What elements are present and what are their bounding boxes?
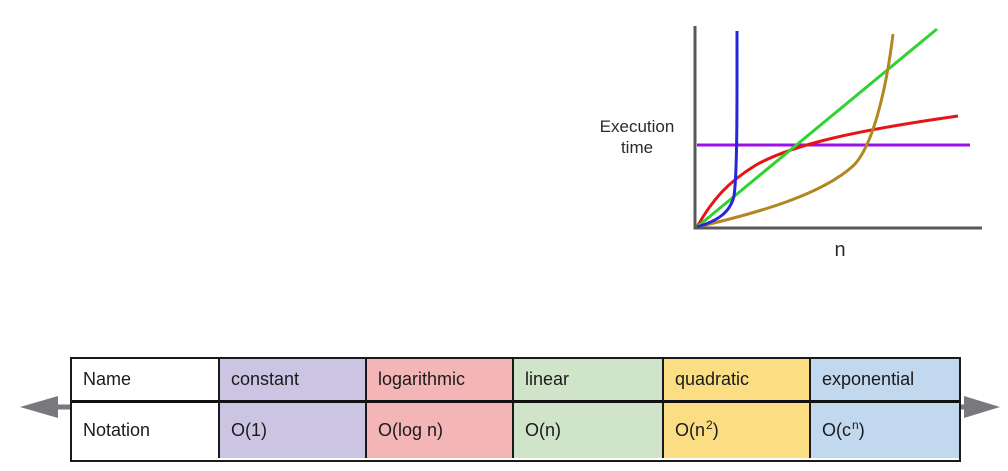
- notation-close: ): [858, 420, 865, 440]
- name-cell-exponential: exponential: [811, 359, 959, 403]
- linear-curve: [696, 27, 938, 229]
- name-cell-constant: constant: [220, 359, 367, 403]
- notation-text: O(log n): [378, 420, 444, 440]
- complexity-table: Name constant logarithmic linear quadrat…: [70, 357, 961, 462]
- notation-text: O(n: [675, 420, 706, 440]
- name-cell-linear: linear: [514, 359, 664, 403]
- plot-axes: [693, 26, 982, 230]
- notation-cell-logarithmic: O(log n): [367, 403, 514, 458]
- logarithmic-curve: [695, 114, 959, 228]
- notation-text: O(n): [525, 420, 561, 440]
- notation-close: ): [712, 420, 719, 440]
- table-header-name: Name: [72, 359, 220, 403]
- quadratic-curve: [696, 33, 895, 229]
- exponential-curve: [696, 30, 739, 229]
- notation-text: O(1): [231, 420, 267, 440]
- notation-cell-linear: O(n): [514, 403, 664, 458]
- table-header-notation: Notation: [72, 403, 220, 458]
- name-cell-logarithmic: logarithmic: [367, 359, 514, 403]
- x-axis-label: n: [834, 239, 846, 261]
- name-cell-quadratic: quadratic: [664, 359, 811, 403]
- notation-text: O(c: [822, 420, 851, 440]
- y-axis-label: Execution time: [599, 117, 675, 157]
- notation-cell-constant: O(1): [220, 403, 367, 458]
